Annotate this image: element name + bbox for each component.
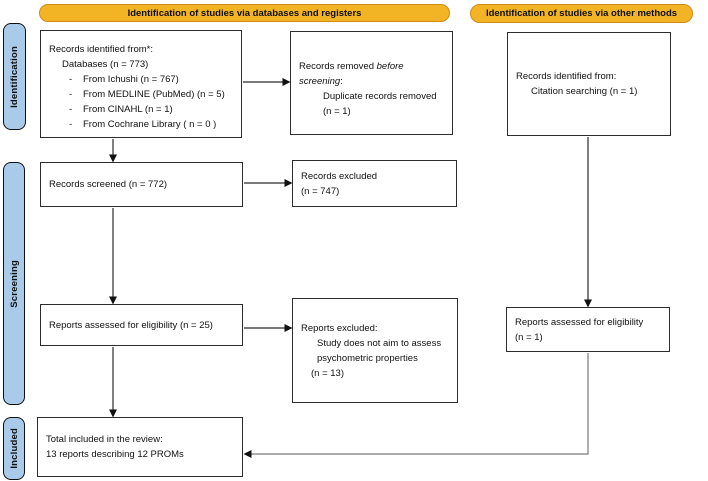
records-identified-bullet: - From Cochrane Library ( n = 0 ) [69, 119, 217, 130]
stage-identification-label: Identification [9, 45, 20, 108]
stage-screening: Screening [3, 162, 25, 405]
records-removed-title: Records removed before screening: [299, 61, 404, 87]
stage-included: Included [3, 417, 25, 480]
box-reports-assessed-databases: Reports assessed for eligibility (n = 25… [40, 304, 243, 346]
box-records-removed-before-screening: Records removed before screening: Duplic… [290, 31, 453, 135]
box-records-identified-other: Records identified from: Citation search… [507, 32, 671, 136]
box-reports-excluded: Reports excluded: Study does not aim to … [292, 298, 458, 403]
box-records-screened: Records screened (n = 772) [40, 162, 243, 207]
box-total-included: Total included in the review: 13 reports… [37, 417, 243, 477]
records-identified-bullet: - From MEDLINE (PubMed) (n = 5) [69, 89, 225, 100]
stage-included-label: Included [8, 428, 20, 469]
box-records-excluded: Records excluded (n = 747) [292, 160, 457, 207]
records-identified-databases-count: Databases (n = 773) [62, 59, 149, 70]
records-identified-bullet: - From CINAHL (n = 1) [69, 104, 173, 115]
records-identified-bullet: - From Ichushi (n = 767) [69, 74, 179, 85]
records-identified-title: Records identified from*: [49, 44, 154, 55]
box-records-identified-databases: Records identified from*: Databases (n =… [40, 30, 242, 138]
box-reports-assessed-other: Reports assessed for eligibility (n = 1) [506, 307, 670, 352]
stage-screening-label: Screening [8, 259, 20, 308]
header-databases-registers: Identification of studies via databases … [39, 4, 450, 22]
header-other-methods: Identification of studies via other meth… [470, 4, 693, 23]
stage-identification: Identification [3, 23, 26, 130]
